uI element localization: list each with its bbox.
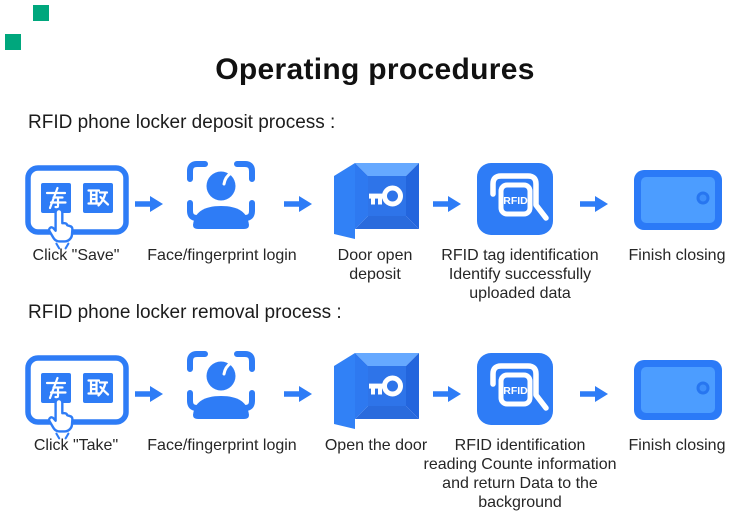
page-title: Operating procedures — [215, 53, 535, 86]
rfid-tag-icon: RFID — [477, 353, 553, 425]
open-door — [334, 163, 355, 239]
open-safe-key-icon — [334, 353, 419, 429]
key-icon — [369, 185, 403, 207]
process-heading-deposit: RFID phone locker deposit process : — [28, 112, 336, 133]
flow-arrow-icon — [580, 386, 608, 402]
flow-arrow-icon — [433, 386, 461, 402]
locker-knob — [696, 191, 710, 205]
person-head — [206, 361, 236, 391]
save-key-square — [41, 183, 71, 213]
step-label-finish-closing: Finish closing — [628, 437, 726, 454]
face-scan-icon — [187, 161, 255, 229]
rfid-label: RFID — [503, 195, 528, 207]
save-take-card-icon — [25, 165, 129, 250]
rfid-label: RFID — [503, 385, 528, 397]
flow-arrow-icon — [135, 196, 163, 212]
locker-knob — [696, 381, 710, 395]
flow-arrow-icon — [580, 196, 608, 212]
decor-square-top — [33, 5, 49, 21]
save-key-square — [41, 373, 71, 403]
flow-arrow-icon — [284, 386, 312, 402]
flow-arrow-icon — [135, 386, 163, 402]
decor-square-left — [5, 34, 21, 50]
person-shoulders — [193, 206, 249, 229]
take-key-square — [83, 373, 113, 403]
step-label-rfid-identification-reading: RFID identification reading Counte infor… — [423, 437, 617, 511]
key-icon — [369, 375, 403, 397]
flow-arrow-icon — [284, 196, 312, 212]
open-door — [334, 353, 355, 429]
open-safe-key-icon — [334, 163, 419, 239]
step-label-finish-closing: Finish closing — [628, 247, 726, 264]
face-scan-icon — [187, 351, 255, 419]
step-label-face-login: Face/fingerprint login — [147, 247, 297, 264]
step-label-rfid-tag-identification: RFID tag identification Identify success… — [441, 247, 599, 302]
step-label-open-the-door: Open the door — [324, 437, 428, 454]
flow-arrow-icon — [433, 196, 461, 212]
process-heading-removal: RFID phone locker removal process : — [28, 302, 342, 323]
save-take-card-icon — [25, 355, 129, 440]
click-hand-icon — [47, 397, 74, 440]
step-label-click-take: Click "Take" — [33, 437, 119, 454]
step-label-face-login: Face/fingerprint login — [147, 437, 297, 454]
rfid-tag-icon: RFID — [477, 163, 553, 235]
step-label-door-open-deposit: Door open deposit — [337, 247, 413, 283]
closed-locker-icon — [634, 170, 722, 230]
click-hand-icon — [47, 207, 74, 250]
person-head — [206, 171, 236, 201]
step-label-click-save: Click "Save" — [32, 247, 120, 264]
person-shoulders — [193, 396, 249, 419]
closed-locker-icon — [634, 360, 722, 420]
take-key-square — [83, 183, 113, 213]
